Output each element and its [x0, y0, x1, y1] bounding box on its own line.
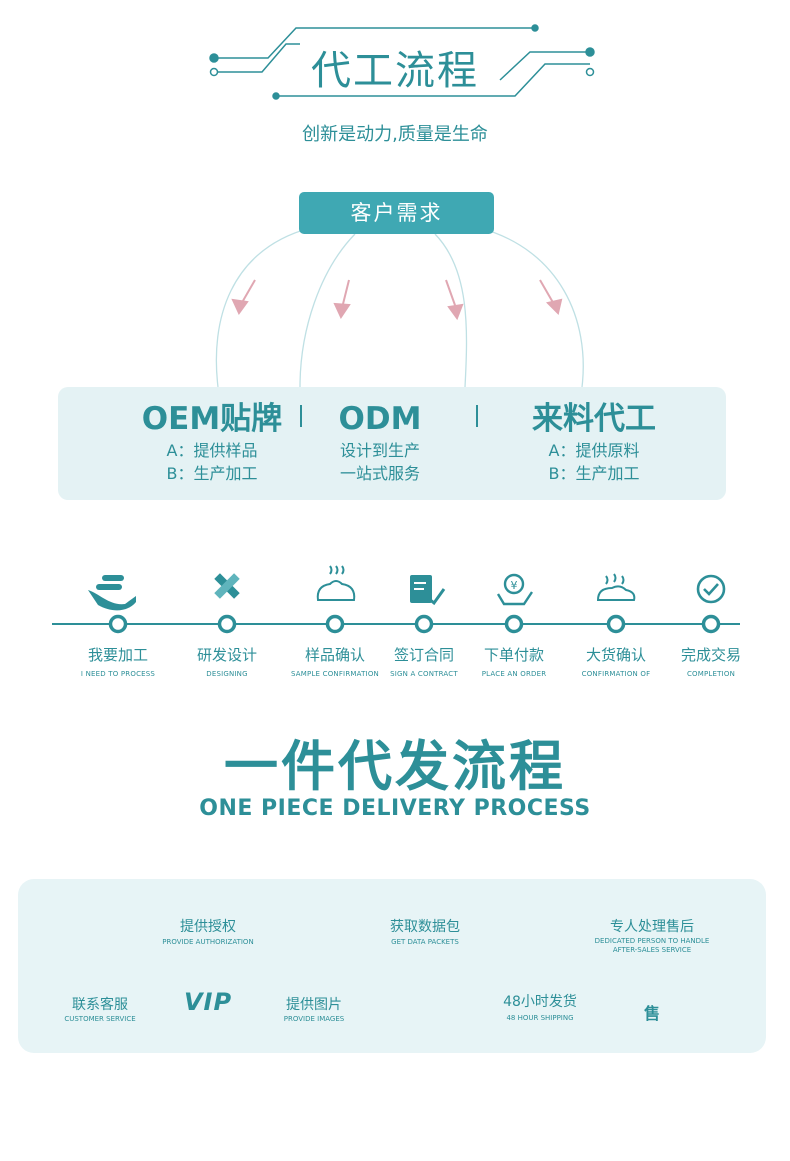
step-en-label: CONFIRMATION OF	[581, 670, 651, 678]
step-label: 完成交易	[680, 646, 741, 664]
ship-en-data-packets: GET DATA PACKETS	[391, 938, 459, 946]
process-step-dot-6	[606, 614, 626, 634]
page-subtitle: 创新是动力,质量是生命	[302, 124, 488, 145]
vip-icon: VIP	[183, 988, 233, 1016]
ship-en-shipping: 48 HOUR SHIPPING	[506, 1014, 574, 1022]
contract-icon	[410, 575, 446, 606]
step-en-label: DESIGNING	[206, 670, 248, 678]
mode-line-b: B：生产加工	[166, 464, 258, 483]
mode-line-b: B：生产加工	[548, 464, 640, 483]
mode-line-a: 设计到生产	[339, 441, 420, 460]
mode-line-b: 一站式服务	[339, 464, 420, 483]
ship-en-images: PROVIDE IMAGES	[283, 1015, 345, 1023]
ship-en-after-sales-1: DEDICATED PERSON TO HANDLE	[594, 937, 710, 945]
bulk-goods-icon	[596, 573, 636, 601]
pencil-ruler-icon	[214, 573, 240, 599]
mode-oem: OEM贴牌 A：提供样品 B：生产加工	[102, 399, 322, 485]
mode-title: OEM贴牌	[141, 401, 283, 437]
header-circuit-decoration	[209, 24, 595, 100]
hand-coin-icon	[88, 575, 136, 611]
mode-line: 设计到生产 一站式服务	[340, 439, 420, 485]
mode-line-a: A：提供样品	[166, 441, 258, 460]
mode-line-a: A：提供原料	[548, 441, 640, 460]
step-label: 样品确认	[304, 646, 365, 664]
customer-need-box: 客户需求	[299, 192, 494, 234]
mode-line: A：提供样品 B：生产加工	[167, 439, 258, 485]
step-label: 大货确认	[585, 646, 646, 664]
process-step-dot-7	[701, 614, 721, 634]
ship-label-after-sales: 专人处理售后	[610, 919, 694, 935]
process-step-dot-1	[108, 614, 128, 634]
check-circle-icon	[696, 574, 726, 604]
step-en-label: SAMPLE CONFIRMATION	[291, 670, 379, 678]
process-step-dot-2	[217, 614, 237, 634]
mode-line: A：提供原料 B：生产加工	[549, 439, 640, 485]
mode-title: ODM	[338, 401, 422, 437]
step-en-label: SIGN A CONTRACT	[390, 670, 458, 678]
ship-label-images: 提供图片	[286, 997, 342, 1013]
bread-icon	[316, 565, 356, 601]
process-step-dot-3	[325, 614, 345, 634]
ship-label-data-packets: 获取数据包	[390, 919, 460, 935]
svg-text:¥: ¥	[511, 579, 518, 592]
dropship-panel	[18, 879, 766, 1053]
dropship-subtitle: ONE PIECE DELIVERY PROCESS	[199, 796, 591, 821]
step-label: 我要加工	[87, 646, 148, 664]
step-en-label: COMPLETION	[686, 670, 736, 678]
process-step-dot-4	[414, 614, 434, 634]
mode-divider	[476, 405, 478, 427]
step-label: 下单付款	[483, 646, 544, 664]
flow-arcs	[215, 227, 584, 388]
mode-divider	[300, 405, 302, 427]
dropship-title: 一件代发流程	[224, 735, 566, 798]
process-step-dots	[108, 614, 721, 634]
mode-material: 来料代工 A：提供原料 B：生产加工	[484, 399, 704, 485]
ship-en-authorization: PROVIDE AUTHORIZATION	[162, 938, 254, 946]
sale-glyph: 售	[643, 1004, 660, 1023]
mode-title: 来料代工	[532, 401, 656, 437]
ship-en-after-sales-2: AFTER-SALES SERVICE	[612, 946, 692, 954]
process-step-dot-5	[504, 614, 524, 634]
mode-odm: ODM 设计到生产 一站式服务	[280, 399, 480, 485]
step-en-label: PLACE AN ORDER	[481, 670, 547, 678]
step-label: 研发设计	[196, 646, 257, 664]
flow-arrows	[231, 279, 563, 321]
step-en-label: I NEED TO PROCESS	[80, 670, 156, 678]
ship-label-authorization: 提供授权	[180, 919, 236, 935]
page-title: 代工流程	[311, 48, 479, 94]
step-label: 签订合同	[393, 646, 454, 664]
ship-label-customer-service: 联系客服	[72, 997, 128, 1013]
ship-label-shipping: 48小时发货	[503, 994, 577, 1010]
mode-panel: OEM贴牌 A：提供样品 B：生产加工 ODM 设计到生产 一站式服务 来料代工…	[58, 387, 726, 500]
payment-icon: ¥	[496, 573, 533, 606]
ship-en-customer-service: CUSTOMER SERVICE	[64, 1015, 136, 1023]
